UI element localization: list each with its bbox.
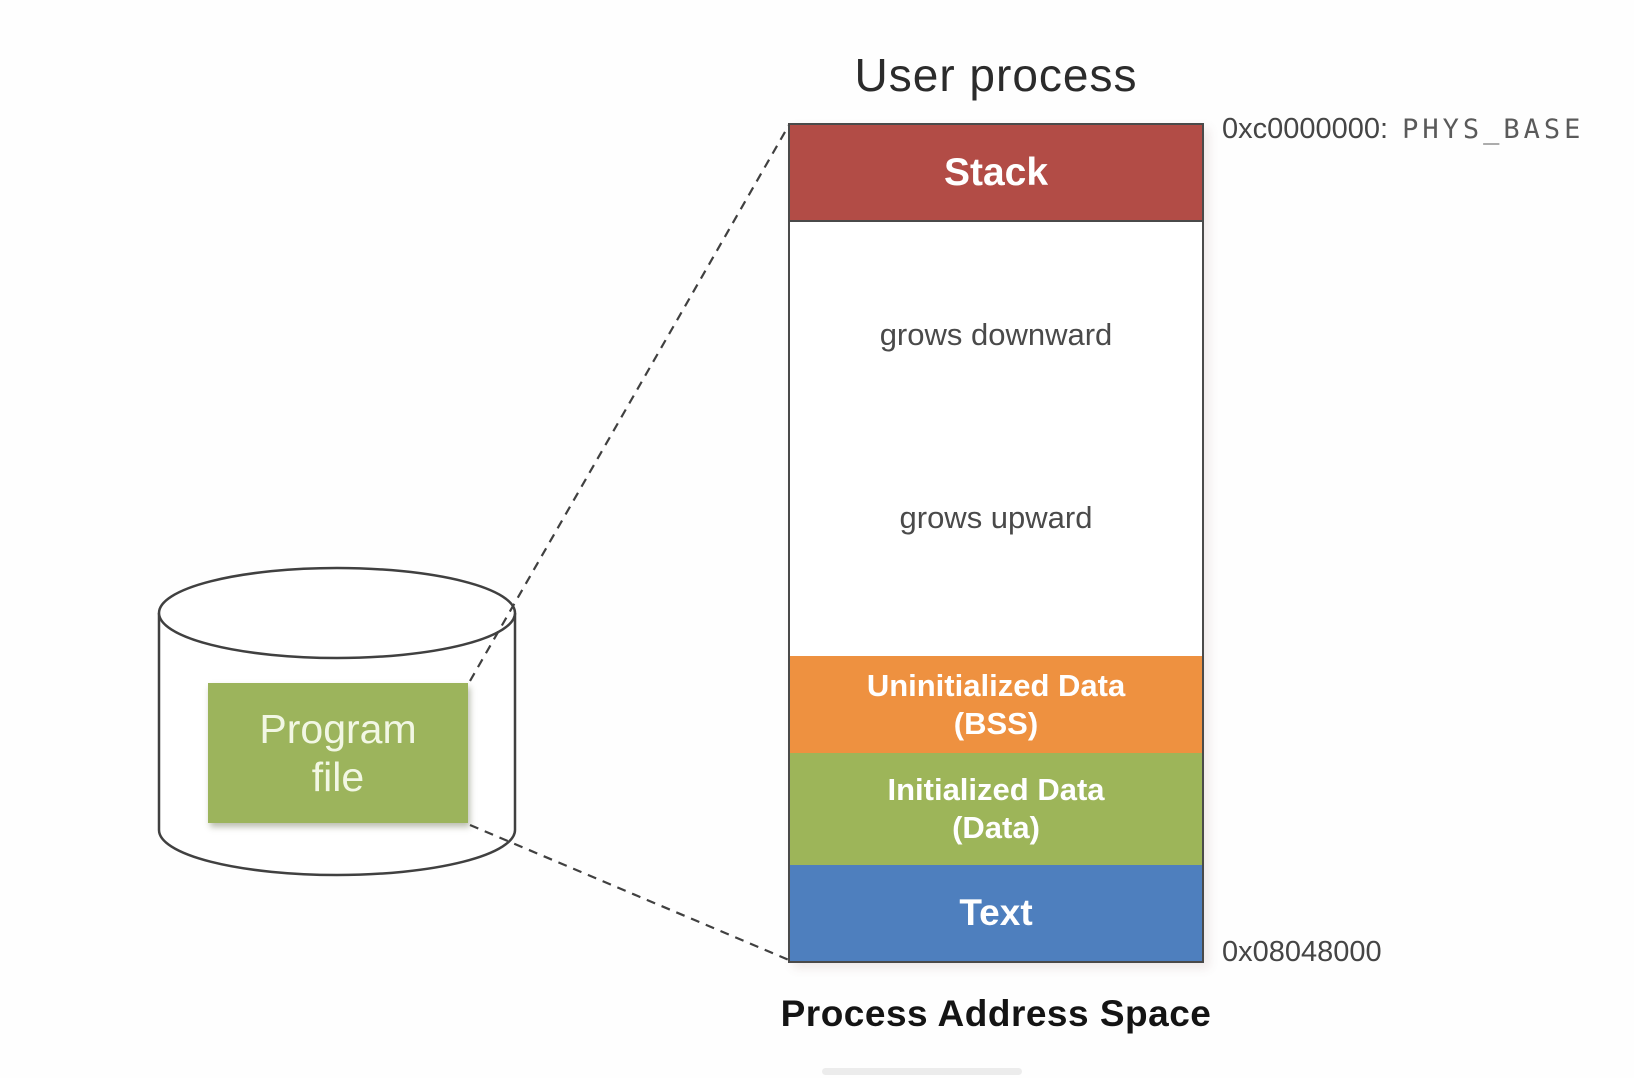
- address-top: 0xc0000000: PHYS_BASE: [1222, 113, 1584, 146]
- segment-bss-label-line2: (BSS): [953, 705, 1039, 741]
- address-top-hex: 0xc0000000:: [1222, 113, 1389, 145]
- segment-data: Initialized Data (Data): [790, 753, 1202, 865]
- address-top-symbol: PHYS_BASE: [1402, 114, 1585, 145]
- segment-text-label: Text: [959, 892, 1033, 934]
- program-file-label-line1: Program: [259, 705, 417, 752]
- grows-upward-note: grows upward: [899, 500, 1093, 535]
- program-file-box: Program file: [208, 683, 468, 823]
- segment-bss: Uninitialized Data (BSS): [790, 656, 1202, 753]
- address-space-column: Stack Uninitialized Data (BSS) Initializ…: [788, 123, 1204, 963]
- segment-unmapped-gap: [790, 222, 1202, 656]
- segment-data-label-line2: (Data): [952, 810, 1040, 845]
- segment-text: Text: [790, 865, 1202, 961]
- bottom-scrubber-artifact: [822, 1068, 1022, 1075]
- grows-downward-note: grows downward: [879, 317, 1113, 352]
- segment-stack: Stack: [790, 125, 1202, 222]
- diagram-caption: Process Address Space: [780, 993, 1212, 1034]
- segment-bss-label-line1: Uninitialized Data: [866, 667, 1126, 703]
- projection-dashed-lines: [469, 124, 790, 962]
- program-file-label-line2: file: [311, 754, 365, 800]
- address-bottom: 0x08048000: [1222, 936, 1382, 968]
- diagram-title: User process: [854, 49, 1138, 101]
- segment-data-label-line1: Initialized Data: [887, 772, 1105, 808]
- segment-stack-label: Stack: [943, 150, 1049, 194]
